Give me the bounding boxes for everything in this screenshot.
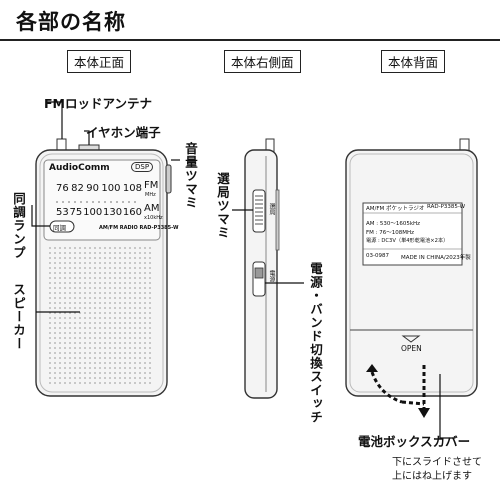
- back-label-made: MADE IN CHINA/2023年製: [401, 255, 471, 261]
- back-label-code: 03-0987: [366, 253, 389, 259]
- view-label-front: 本体正面: [67, 50, 132, 73]
- am-scale: 53 75 100 130 160: [56, 207, 142, 218]
- up-arrow-icon: [366, 364, 378, 372]
- fm-band-label: FM: [144, 180, 159, 191]
- open-arrow-icon: [401, 335, 421, 343]
- am-tick-label: 100: [83, 207, 103, 218]
- callout-battery-cover: 電池ボックスカバー: [358, 434, 471, 449]
- back-spec-power: 電源 : DC3V（単4形乾電池×2本）: [366, 238, 449, 244]
- am-tick-label: 53: [56, 207, 69, 218]
- am-band-label: AM: [144, 203, 160, 214]
- view-label-right: 本体右側面: [224, 50, 301, 73]
- back-spec-am: AM : 530～1605kHz: [366, 221, 421, 227]
- am-tick-label: 160: [122, 207, 142, 218]
- front-dial-panel: [43, 159, 161, 241]
- down-arrow-icon: [418, 408, 430, 418]
- back-radio: [345, 138, 478, 418]
- speaker-grille: [49, 247, 151, 384]
- am-tick-label: 75: [69, 207, 83, 218]
- back-spec-label: [362, 202, 463, 266]
- am-unit: x10kHz: [144, 215, 163, 221]
- fm-tick-label: 108: [122, 183, 142, 194]
- fm-tick-label: 82: [71, 183, 84, 194]
- battery-cover-note: 下にスライドさせて 上にはね上げます: [392, 456, 482, 484]
- battery-cover-note-line1: 下にスライドさせて: [392, 457, 482, 468]
- brand-logo: AudioComm: [49, 163, 110, 173]
- front-volume-knob: [165, 164, 172, 194]
- fm-tick-label: 76: [56, 183, 69, 194]
- model-print: AM/FM RADIO RAD-P3385-W: [99, 225, 179, 231]
- side-tuning-label: 選局: [268, 203, 275, 215]
- back-body: [345, 149, 478, 397]
- callout-power-band-switch: 電源・バンド切換スイッチ: [308, 262, 323, 424]
- fm-unit: MHz: [145, 192, 156, 198]
- callout-earphone-jack: イヤホン端子: [86, 125, 161, 140]
- back-label-title: AM/FM ポケットラジオ: [366, 206, 425, 212]
- side-radio: [244, 138, 280, 399]
- callout-tuning-knob: 選局ツマミ: [215, 172, 230, 240]
- am-tick-label: 130: [103, 207, 123, 218]
- page-title: 各部の名称: [16, 10, 126, 34]
- fm-scale: 76 82 90 100 108: [56, 183, 142, 194]
- fm-tick-label: 90: [86, 183, 99, 194]
- back-spec-fm: FM : 76～108MHz: [366, 230, 415, 236]
- front-radio: [35, 138, 172, 397]
- side-power-switch: [252, 261, 266, 297]
- dsp-badge: DSP: [131, 162, 154, 172]
- tuning-lamp-text: 同調: [53, 224, 66, 232]
- open-text: OPEN: [401, 344, 422, 353]
- side-switch-label: 電源: [268, 270, 275, 282]
- view-label-back: 本体背面: [381, 50, 446, 73]
- back-label-model: RAD-P3385-W: [427, 204, 466, 210]
- header-divider: [0, 39, 500, 41]
- callout-fm-antenna: FMロッドアンテナ: [44, 96, 152, 111]
- callout-speaker: スピーカー: [11, 283, 26, 351]
- battery-cover-note-line2: 上にはね上げます: [392, 471, 472, 482]
- fm-tick-label: 100: [101, 183, 121, 194]
- callout-tuning-lamp: 同調ランプ: [11, 192, 26, 260]
- callout-volume-knob: 音量ツマミ: [183, 142, 198, 210]
